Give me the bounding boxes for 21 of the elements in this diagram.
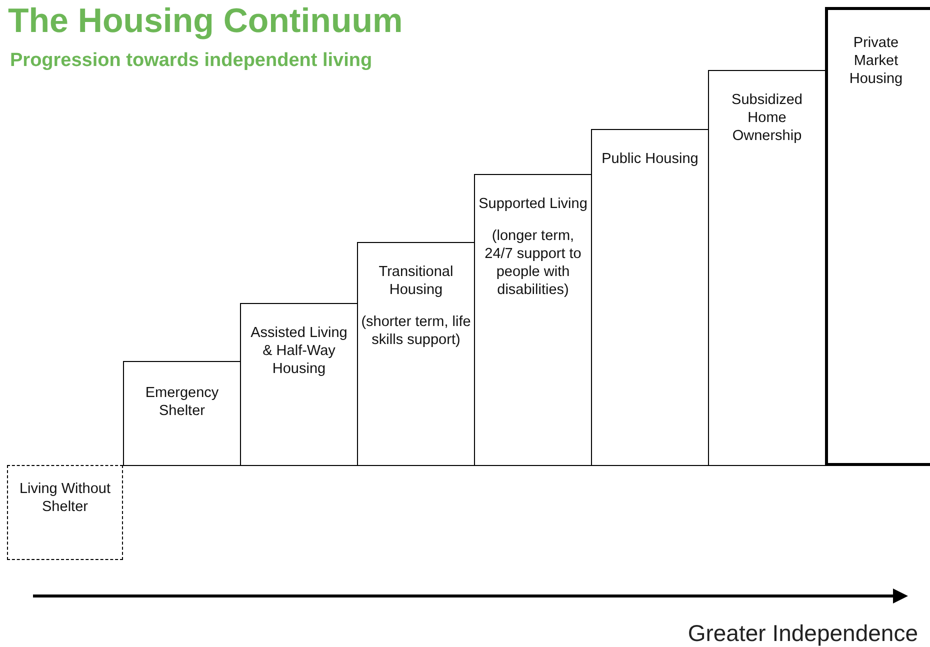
housing-step-box	[825, 7, 930, 466]
housing-step-box	[357, 242, 475, 466]
box-description: (shorter term, life skills support)	[361, 313, 471, 349]
box-description: (longer term, 24/7 support to people with disabilities)	[484, 227, 582, 299]
box-heading: Living Without Shelter	[18, 480, 112, 516]
housing-step-box	[708, 70, 826, 466]
subtitle: Progression towards independent living	[10, 50, 372, 72]
axis-label: Greater Independence	[688, 620, 918, 647]
box-heading: Subsidized Home Ownership	[730, 91, 804, 145]
box-heading: Supported Living	[478, 195, 588, 213]
housing-step-box	[123, 361, 241, 466]
box-heading: Emergency Shelter	[144, 384, 220, 420]
box-heading: Assisted Living & Half-Way Housing	[250, 324, 348, 378]
housing-step-box	[7, 465, 123, 560]
box-heading: Public Housing	[600, 150, 700, 168]
box-heading: Transitional Housing	[378, 263, 454, 299]
housing-step-box	[591, 129, 709, 466]
box-heading: Private Market Housing	[848, 34, 904, 88]
housing-step-box	[240, 303, 358, 466]
title: The Housing Continuum	[8, 2, 403, 41]
housing-step-box	[474, 174, 592, 466]
